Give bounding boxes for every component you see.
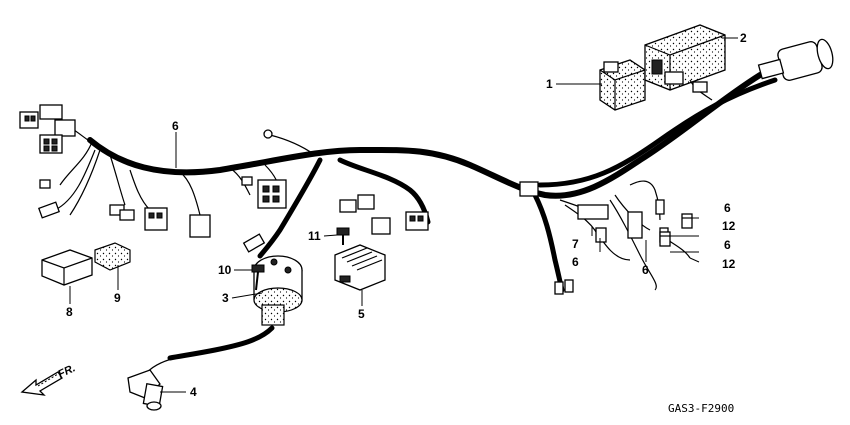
callout-6-upper: 6: [724, 201, 731, 215]
callout-8: 8: [66, 305, 73, 319]
callout-10: 10: [218, 263, 232, 277]
callout-labels: 1 2 3 4 5 6 6 6 6 6 7 8 9 10 11 12 12: [66, 31, 747, 399]
front-direction-arrow: FR.: [20, 362, 77, 396]
leader-lines: [69, 37, 738, 393]
callout-2: 2: [740, 31, 747, 45]
callout-5: 5: [358, 307, 365, 321]
fuse-part-12-upper: [681, 213, 693, 229]
bolt-part-10: [251, 264, 265, 291]
callout-7: 7: [572, 237, 579, 251]
ignition-coil-right: [757, 38, 834, 81]
cdi-unit-part-2: [644, 24, 726, 101]
connector-part-9: [94, 242, 131, 271]
bolt-part-11: [336, 227, 350, 245]
main-wire-harness: [54, 72, 778, 293]
callout-6-center: 6: [642, 263, 649, 277]
callout-6-lower: 6: [724, 238, 731, 252]
ignition-coil-part-3: [144, 255, 303, 376]
callout-6-rear: 6: [572, 255, 579, 269]
harness-connectors-left: [19, 104, 539, 253]
drawing-code: GAS3-F2900: [668, 402, 734, 415]
callout-4: 4: [190, 385, 197, 399]
callout-1: 1: [546, 77, 553, 91]
callout-11: 11: [308, 229, 321, 243]
harness-rear-wires: [554, 180, 691, 295]
regulator-rectifier-part-5: [334, 244, 386, 291]
callout-6-main: 6: [172, 119, 179, 133]
callout-12-lower: 12: [722, 257, 736, 271]
callout-12-upper: 12: [722, 219, 736, 233]
relay-bracket-part-1: [599, 59, 646, 111]
callout-3: 3: [222, 291, 229, 305]
fuse-part-12-lower: [659, 231, 671, 247]
front-label: FR.: [56, 362, 77, 380]
callout-9: 9: [114, 291, 121, 305]
spark-plug-cap-part-4: [127, 369, 164, 411]
relay-part-8: [41, 249, 93, 286]
